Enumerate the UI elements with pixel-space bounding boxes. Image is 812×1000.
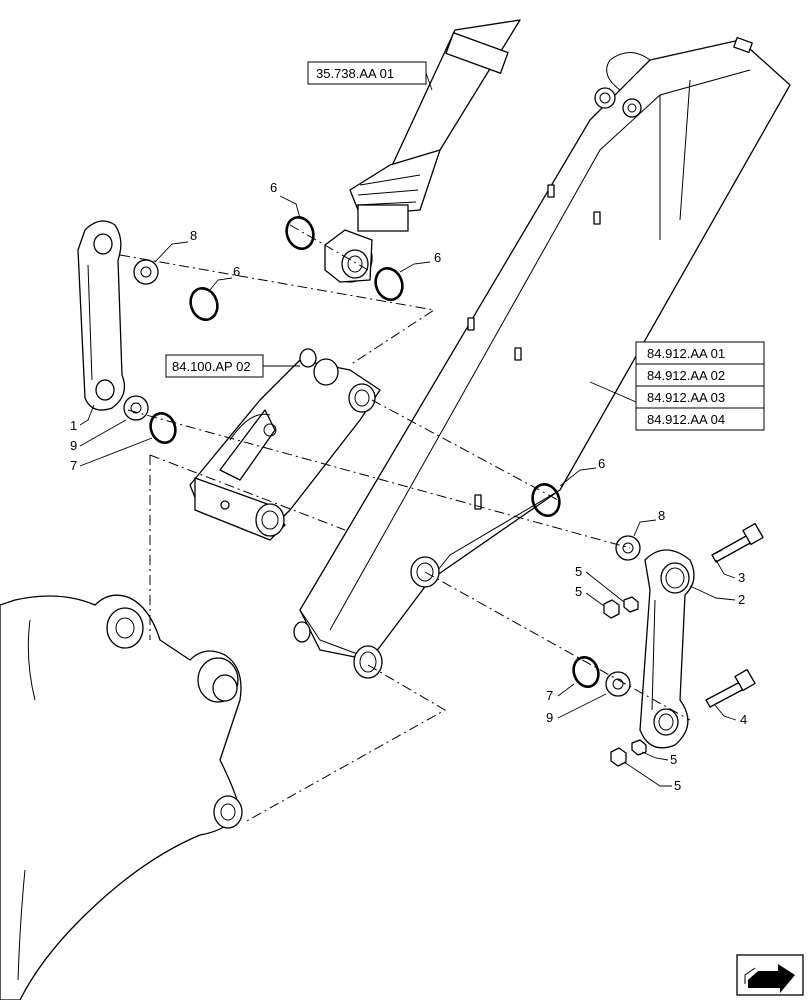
- svg-text:84.912.AA 04: 84.912.AA 04: [647, 412, 725, 427]
- arrow-next-icon[interactable]: [736, 954, 804, 996]
- svg-text:9: 9: [70, 438, 77, 453]
- svg-text:3: 3: [738, 570, 745, 585]
- svg-text:7: 7: [546, 688, 553, 703]
- boom-arm: [293, 36, 791, 679]
- svg-text:2: 2: [738, 592, 745, 607]
- nuts-5: [603, 596, 647, 767]
- svg-text:84.912.AA 02: 84.912.AA 02: [647, 368, 725, 383]
- svg-text:8: 8: [190, 228, 197, 243]
- svg-text:6: 6: [270, 180, 277, 195]
- bolt-3: [711, 522, 764, 563]
- svg-text:6: 6: [434, 250, 441, 265]
- ref-boom[interactable]: 84.912.AA 01 84.912.AA 02 84.912.AA 03 8…: [635, 341, 765, 431]
- svg-text:1: 1: [70, 418, 77, 433]
- assembly-centerlines: [119, 224, 691, 823]
- svg-text:5: 5: [575, 564, 582, 579]
- svg-text:84.100.AP 02: 84.100.AP 02: [172, 359, 251, 374]
- ref-cylinder[interactable]: 35.738.AA 01: [307, 61, 427, 85]
- svg-text:6: 6: [233, 264, 240, 279]
- svg-text:4: 4: [740, 712, 747, 727]
- link-part-2: [639, 549, 695, 749]
- svg-text:7: 7: [70, 458, 77, 473]
- svg-text:35.738.AA 01: 35.738.AA 01: [316, 66, 394, 81]
- svg-text:5: 5: [670, 752, 677, 767]
- bucket: [0, 594, 243, 1000]
- svg-text:84.912.AA 03: 84.912.AA 03: [647, 390, 725, 405]
- svg-text:6: 6: [598, 456, 605, 471]
- bolt-4: [705, 668, 756, 708]
- svg-text:84.912.AA 01: 84.912.AA 01: [647, 346, 725, 361]
- linkage-assembly: [189, 348, 381, 541]
- svg-text:5: 5: [575, 584, 582, 599]
- svg-text:8: 8: [658, 508, 665, 523]
- svg-text:5: 5: [674, 778, 681, 793]
- ref-linkage[interactable]: 84.100.AP 02: [165, 354, 264, 378]
- o-rings: [149, 216, 600, 688]
- hydraulic-cylinder: [324, 19, 521, 283]
- link-part-1: [77, 220, 126, 411]
- svg-text:9: 9: [546, 710, 553, 725]
- callouts: 6 6 6 6 8 8 1 9 7 5 5 3 2 7 9 4 5 5: [70, 180, 747, 793]
